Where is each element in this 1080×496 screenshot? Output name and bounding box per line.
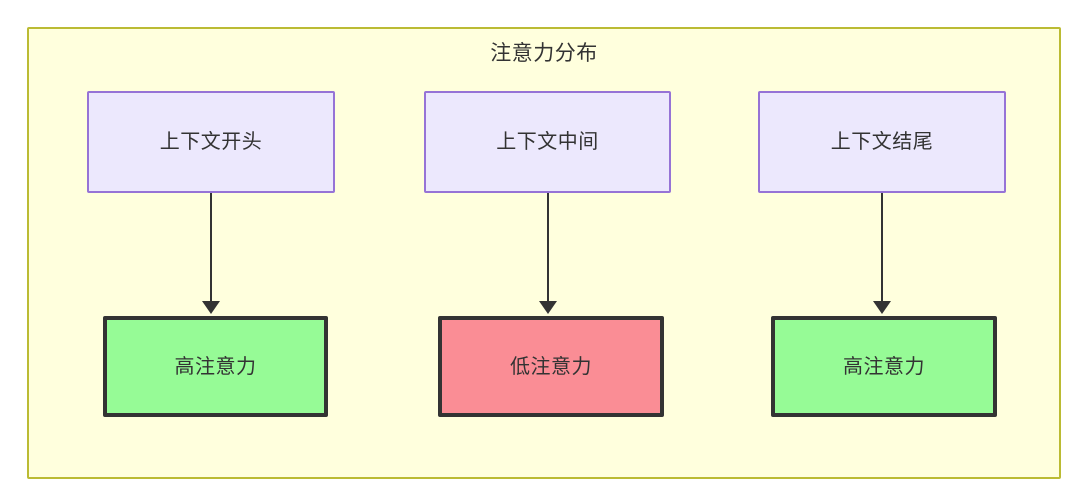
arrow-shaft (210, 193, 212, 309)
node-high-attention-start-label: 高注意力 (174, 355, 257, 378)
diagram-title: 注意力分布 (490, 42, 598, 65)
arrow-head-icon (202, 301, 220, 314)
node-context-start[interactable]: 上下文开头 (87, 91, 335, 193)
node-high-attention-end[interactable]: 高注意力 (771, 316, 997, 417)
arrow-shaft (881, 193, 883, 309)
node-context-end[interactable]: 上下文结尾 (758, 91, 1006, 193)
arrow-shaft (547, 193, 549, 309)
node-context-end-label: 上下文结尾 (830, 131, 934, 153)
node-context-middle[interactable]: 上下文中间 (424, 91, 671, 193)
node-low-attention-middle-label: 低注意力 (510, 355, 592, 378)
arrow-head-icon (539, 301, 557, 314)
arrow-head-icon (873, 301, 891, 314)
node-context-start-label: 上下文开头 (159, 131, 263, 153)
node-context-middle-label: 上下文中间 (496, 131, 599, 153)
node-high-attention-start[interactable]: 高注意力 (103, 316, 328, 417)
node-high-attention-end-label: 高注意力 (843, 355, 925, 378)
node-low-attention-middle[interactable]: 低注意力 (438, 316, 664, 417)
